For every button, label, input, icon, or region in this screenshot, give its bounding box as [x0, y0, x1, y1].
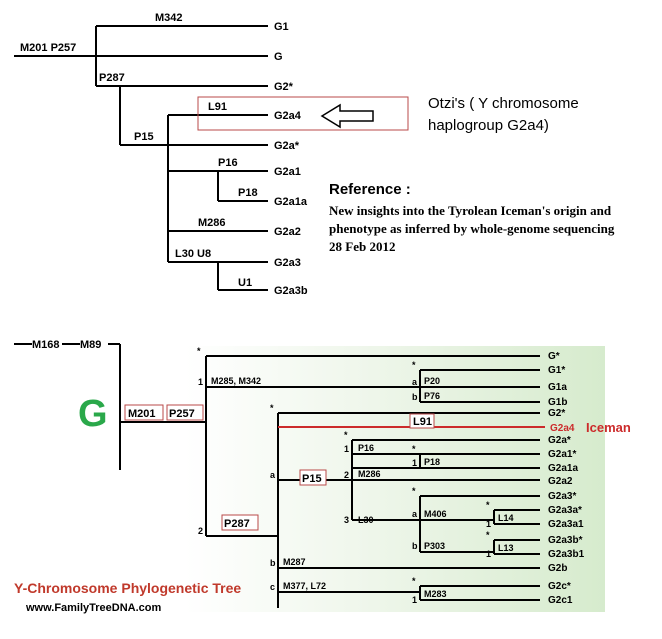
- t2-mark: a: [412, 377, 418, 387]
- t2-mark: *: [412, 360, 416, 370]
- t2-mark: 1: [412, 458, 417, 468]
- t2-mark: *: [412, 486, 416, 496]
- t2-box-p15: P15: [302, 473, 322, 485]
- t2-label-l14: L14: [498, 513, 514, 523]
- t1-callout-line2: haplogroup G2a4): [428, 117, 549, 134]
- t2-leaf-g2a4: G2a4: [550, 423, 575, 434]
- t2-box-l91: L91: [413, 416, 432, 428]
- t1-label-u1: U1: [238, 277, 252, 289]
- t2-leaf: G2a3*: [548, 491, 576, 502]
- t2-label-m406: M406: [424, 509, 447, 519]
- t2-label-m377-l72: M377, L72: [283, 581, 326, 591]
- t2-leaf: G2a3a1: [548, 519, 584, 530]
- l91-highlight-box: [197, 96, 409, 131]
- t1-label-p287: P287: [99, 72, 125, 84]
- t1-leaf: G: [274, 51, 283, 63]
- t2-mark: *: [344, 430, 348, 440]
- t1-label-p16: P16: [218, 157, 238, 169]
- t2-mark: *: [412, 576, 416, 586]
- t2-leaf: G2a3b1: [548, 549, 585, 560]
- t1-label-p18: P18: [238, 187, 258, 199]
- t2-leaf: G2c*: [548, 581, 571, 592]
- t1-leaf: G2a3b: [274, 285, 308, 297]
- t2-label-m287: M287: [283, 557, 306, 567]
- t2-footer-title: Y-Chromosome Phylogenetic Tree: [14, 580, 241, 596]
- t2-label-m285-m342: M285, M342: [211, 376, 261, 386]
- t1-label-l91: L91: [208, 101, 227, 113]
- t1-label-m342: M342: [155, 12, 183, 24]
- t2-label-m283: M283: [424, 589, 447, 599]
- left-arrow-icon: [320, 103, 374, 129]
- t2-leaf: G2c1: [548, 595, 573, 606]
- t2-mark: c: [270, 582, 275, 592]
- tree1-diagram: M201 P257 M342 P287 P15 L91 P16 P18 M286…: [14, 12, 615, 297]
- t1-leaf: G2a2: [274, 226, 301, 238]
- t2-box-m201: M201: [128, 408, 156, 420]
- t2-leaf: G2a*: [548, 435, 571, 446]
- t2-leaf: G2a3a*: [548, 505, 582, 516]
- t2-iceman-label: Iceman: [586, 420, 631, 435]
- t2-mark: *: [486, 530, 490, 540]
- t2-leaf: G2b: [548, 563, 567, 574]
- t1-label-l30-u8: L30 U8: [175, 248, 211, 260]
- t2-leaf: G2a2: [548, 476, 573, 487]
- t2-label-p303: P303: [424, 541, 445, 551]
- t2-mark: *: [197, 346, 201, 356]
- t2-mark: 3: [344, 515, 349, 525]
- t2-mark: 1: [344, 444, 349, 454]
- t2-root-m89: M89: [80, 339, 101, 351]
- t2-label-p20: P20: [424, 376, 440, 386]
- t2-box-p257: P257: [169, 408, 195, 420]
- t2-mark: b: [270, 558, 276, 568]
- t2-label-p16: P16: [358, 443, 374, 453]
- t2-label-l13: L13: [498, 543, 514, 553]
- t2-leaf: G2a1a: [548, 463, 578, 474]
- t1-leaf: G1: [274, 21, 289, 33]
- t1-leaf: G2a4: [274, 110, 302, 122]
- t2-mark: a: [412, 509, 418, 519]
- t1-label-p15: P15: [134, 131, 154, 143]
- t2-leaf: G2*: [548, 408, 565, 419]
- t1-label-m286: M286: [198, 217, 226, 229]
- t2-leaf: G2a3b*: [548, 535, 583, 546]
- t1-leaf: G2a1a: [274, 196, 308, 208]
- t2-mark: *: [412, 444, 416, 454]
- t2-big-g: G: [78, 393, 108, 435]
- t2-label-p76: P76: [424, 391, 440, 401]
- t2-leaf: G1b: [548, 397, 567, 408]
- t1-root-label: M201 P257: [20, 42, 76, 54]
- t2-mark: b: [412, 392, 418, 402]
- t2-mark: 1: [486, 549, 491, 559]
- t2-label-p18: P18: [424, 457, 440, 467]
- t1-reference-date: 28 Feb 2012: [329, 239, 395, 254]
- t2-label-m286: M286: [358, 469, 381, 479]
- t2-leaf: G2a1*: [548, 449, 576, 460]
- t2-mark: *: [486, 500, 490, 510]
- t2-mark: b: [412, 541, 418, 551]
- t2-box-p287: P287: [224, 518, 250, 530]
- tree2-diagram: M168 M89 G M201 P257 P287 P15 L91 M285, …: [14, 339, 631, 614]
- t1-reference-title: Reference :: [329, 181, 411, 198]
- t2-mark: *: [270, 403, 274, 413]
- t2-mark: 1: [486, 519, 491, 529]
- t1-leaf: G2a1: [274, 166, 301, 178]
- t2-mark: 1: [412, 595, 417, 605]
- t2-leaf: G*: [548, 351, 560, 362]
- t2-mark: 1: [198, 377, 203, 387]
- t2-leaf: G1a: [548, 382, 567, 393]
- t2-leaf: G1*: [548, 365, 565, 376]
- t2-mark: 2: [198, 526, 203, 536]
- t1-reference-line1: New insights into the Tyrolean Iceman's …: [329, 203, 612, 218]
- t1-leaf: G2a*: [274, 140, 300, 152]
- t2-label-l30: L30: [358, 515, 374, 525]
- t1-callout-line1: Otzi's ( Y chromosome: [428, 95, 579, 112]
- t2-mark: 2: [344, 470, 349, 480]
- t1-leaf: G2a3: [274, 257, 301, 269]
- t1-reference-line2: phenotype as inferred by whole-genome se…: [329, 221, 615, 236]
- t2-root-m168: M168: [32, 339, 60, 351]
- t1-leaf: G2*: [274, 81, 294, 93]
- t2-mark: a: [270, 470, 276, 480]
- t2-footer-site: www.FamilyTreeDNA.com: [25, 602, 162, 614]
